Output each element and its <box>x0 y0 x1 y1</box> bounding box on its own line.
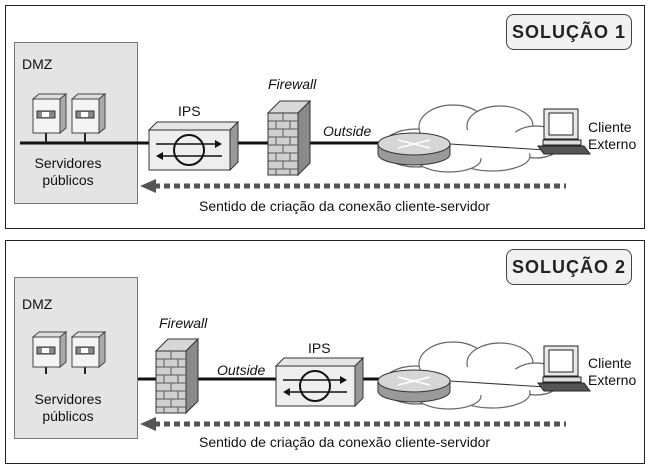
solution-1-panel: SOLUÇÃO 1 DMZ <box>5 5 645 229</box>
server-icon <box>31 330 68 374</box>
outside-label: Outside <box>217 362 266 378</box>
ips-device-icon <box>274 356 365 408</box>
router-icon <box>377 369 451 403</box>
solution-2-panel: SOLUÇÃO 2 DMZ <box>5 240 645 464</box>
firewall-icon <box>266 99 312 177</box>
ips-label: IPS <box>178 103 201 119</box>
arrow-head <box>140 417 156 431</box>
client-label: Cliente Externo <box>588 119 636 153</box>
servers-label-line-2: públicos <box>42 408 94 424</box>
server-icon <box>31 92 68 143</box>
firewall-label: Firewall <box>159 315 208 331</box>
solution-1-diagram <box>20 92 591 193</box>
client-computer-icon <box>449 108 591 155</box>
arrow-head <box>140 179 156 193</box>
client-label-line-1: Cliente <box>588 355 632 371</box>
ips-device-icon <box>147 120 240 172</box>
ips-label: IPS <box>308 340 331 356</box>
servers-label-line-1: Servidores <box>34 391 102 407</box>
dmz-label: DMZ <box>22 296 53 312</box>
arrow-caption: Sentido de criação da conexão cliente-se… <box>199 198 491 214</box>
client-label-line-2: Externo <box>588 372 637 388</box>
solution-2-title: SOLUÇÃO 2 <box>506 249 632 285</box>
server-icon <box>70 330 107 374</box>
firewall-label: Firewall <box>268 76 317 92</box>
servers-label: Servidores públicos <box>22 391 114 425</box>
arrow-caption: Sentido de criação da conexão cliente-se… <box>199 434 491 450</box>
client-label-line-2: Externo <box>588 136 637 152</box>
client-computer-icon <box>449 345 591 392</box>
outside-label: Outside <box>323 123 372 139</box>
router-icon <box>377 132 451 166</box>
client-label-line-1: Cliente <box>588 119 632 135</box>
firewall-icon <box>154 337 200 415</box>
servers-label: Servidores públicos <box>22 155 114 189</box>
client-label: Cliente Externo <box>588 355 636 389</box>
servers-label-line-1: Servidores <box>34 155 102 171</box>
server-icon <box>70 92 107 143</box>
servers-label-line-2: públicos <box>42 172 94 188</box>
solution-1-title: SOLUÇÃO 1 <box>506 14 632 50</box>
dmz-label: DMZ <box>22 56 53 72</box>
solution-2-diagram <box>31 330 591 431</box>
